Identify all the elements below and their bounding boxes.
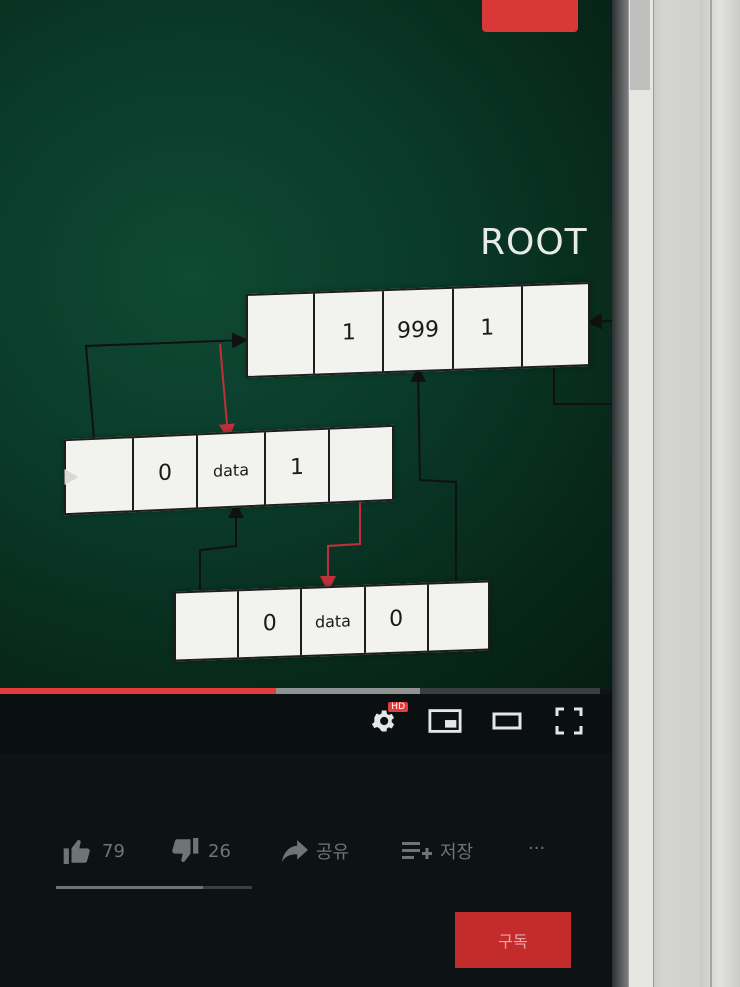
playlist-add-icon — [402, 842, 432, 859]
root-cell-4 — [523, 284, 588, 366]
theater-mode-icon — [492, 712, 522, 730]
root-node: 1 999 1 — [246, 281, 590, 379]
mid-to-root-link — [84, 332, 248, 439]
root-cell-2: 999 — [384, 288, 454, 372]
low-cell-1: 0 — [239, 589, 303, 658]
mid-to-low-red-link — [320, 502, 361, 592]
scrollbar-track[interactable] — [628, 0, 654, 987]
fullscreen-button[interactable] — [552, 704, 586, 738]
low-cell-3: 0 — [365, 584, 429, 653]
mid-cell-3: 1 — [266, 429, 330, 505]
dislike-button[interactable]: 26 — [168, 838, 231, 864]
like-count: 79 — [102, 840, 125, 862]
low-to-root-link — [410, 366, 457, 586]
scrollbar-thumb[interactable] — [630, 0, 650, 90]
save-label: 저장 — [440, 842, 474, 863]
mid-cell-4 — [330, 427, 392, 502]
miniplayer-icon — [428, 709, 462, 733]
thumbs-down-icon — [172, 838, 199, 862]
like-dislike-ratio-bar — [56, 886, 252, 889]
theater-mode-button[interactable] — [490, 704, 524, 738]
hd-badge: HD — [388, 702, 408, 712]
share-button[interactable]: 공유 — [282, 838, 349, 864]
monitor-edge — [700, 0, 740, 987]
video-player[interactable]: ROOT — [0, 0, 630, 690]
gear-icon — [371, 710, 395, 732]
fullscreen-icon — [555, 707, 583, 735]
mid-node: 0 data 1 — [64, 424, 394, 516]
subscribe-button[interactable]: 구독 — [455, 912, 571, 968]
player-controls: HD — [0, 694, 630, 754]
thumbs-up-icon — [63, 840, 90, 864]
root-cell-3: 1 — [453, 286, 523, 369]
mid-cell-2: data — [198, 432, 266, 508]
monitor-edge-line — [710, 0, 712, 987]
root-label: ROOT — [480, 222, 588, 263]
low-to-mid-link — [199, 502, 244, 590]
root-to-mid-red-link — [218, 343, 235, 440]
progress-played — [0, 688, 276, 694]
video-meta-area: 79 26 공유 저장 ··· — [0, 754, 630, 987]
more-actions-button[interactable]: ··· — [528, 838, 545, 859]
share-icon — [282, 840, 308, 862]
low-cell-0 — [176, 591, 240, 660]
root-right-link — [553, 364, 628, 405]
settings-button[interactable]: HD — [366, 702, 408, 738]
share-label: 공유 — [316, 842, 350, 863]
low-cell-2: data — [302, 586, 366, 656]
progress-bar[interactable] — [0, 688, 600, 694]
mid-cell-1: 0 — [134, 435, 198, 511]
root-cell-0 — [248, 293, 316, 376]
low-cell-4 — [429, 583, 488, 651]
miniplayer-button[interactable] — [428, 704, 462, 738]
dislike-count: 26 — [208, 840, 231, 862]
more-label: ··· — [528, 838, 546, 859]
save-button[interactable]: 저장 — [402, 838, 473, 864]
root-cell-1: 1 — [315, 291, 385, 374]
like-button[interactable]: 79 — [62, 838, 125, 864]
low-node: 0 data 0 — [174, 580, 490, 662]
red-header-block — [482, 0, 578, 32]
like-ratio-fill — [56, 886, 203, 889]
diagram-connectors — [84, 313, 628, 592]
